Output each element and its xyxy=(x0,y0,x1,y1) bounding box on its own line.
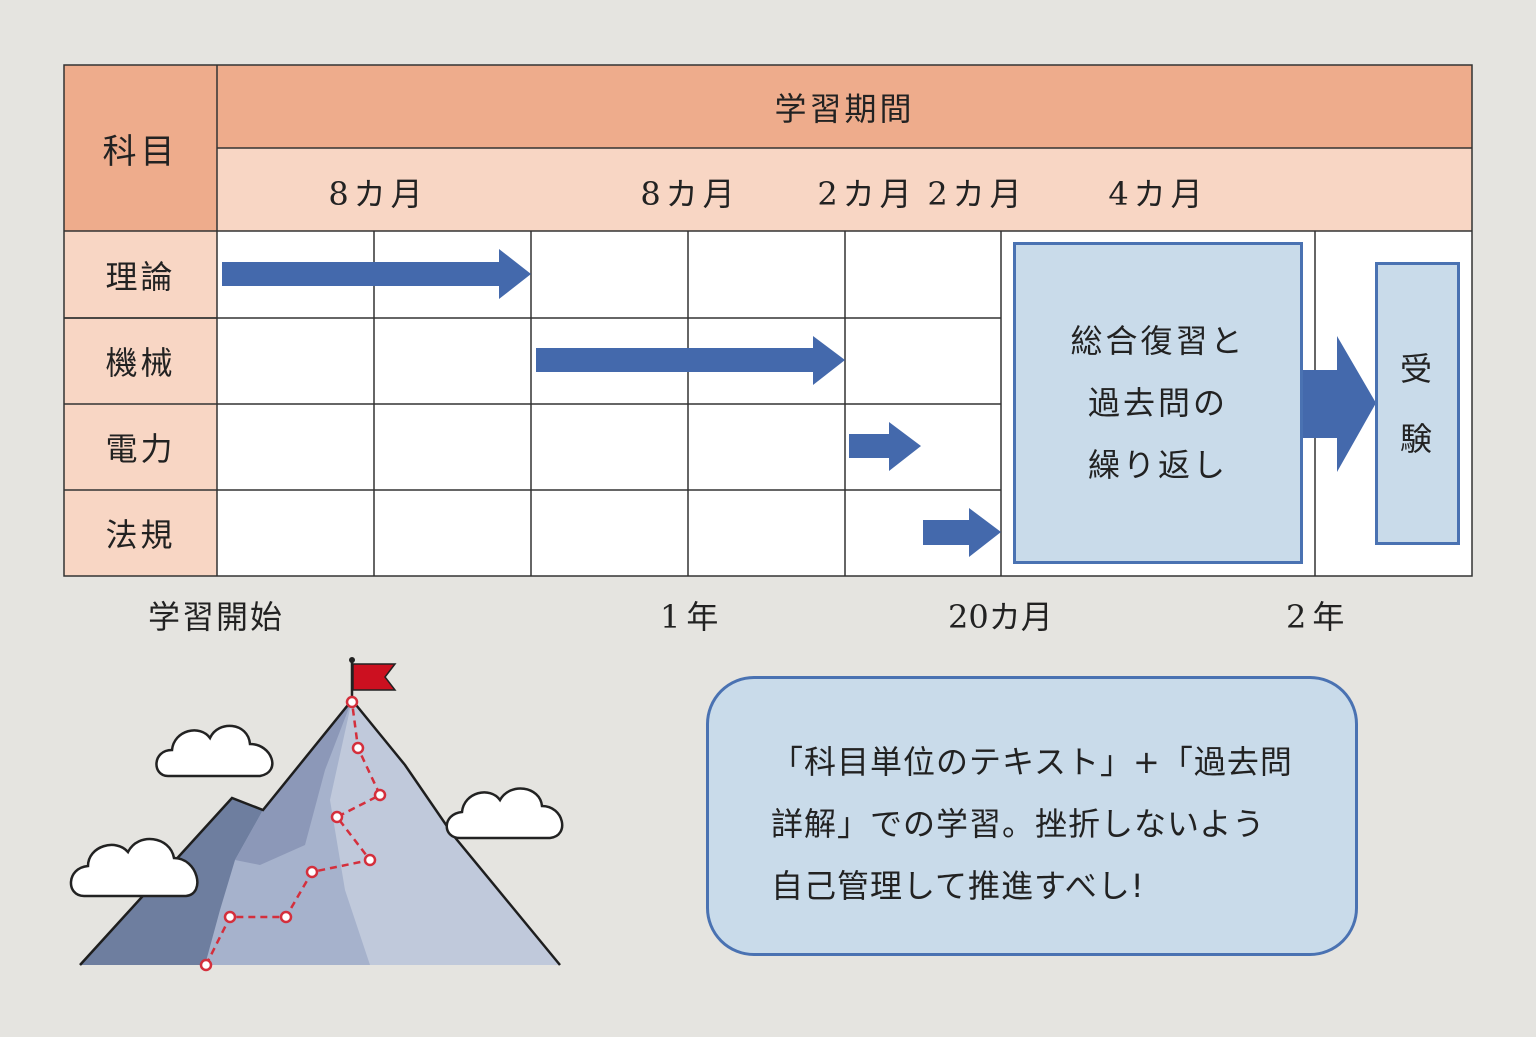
axis-two-years: 2年 xyxy=(1286,598,1351,636)
schedule-arrows xyxy=(222,249,1376,557)
duration-row xyxy=(217,148,1472,231)
axis-twenty-months: 20カ月 xyxy=(948,598,1053,636)
route-points xyxy=(199,695,387,972)
mountain-illustration xyxy=(69,657,564,972)
subject-regulations: 法規 xyxy=(105,516,176,554)
subject-header-cell xyxy=(64,65,217,231)
subject-power: 電力 xyxy=(105,430,176,468)
flag-icon xyxy=(349,657,397,702)
arrow-to-exam xyxy=(1302,336,1376,472)
duration-label: 8カ月 xyxy=(640,175,740,213)
axis-one-year: 1年 xyxy=(660,598,725,636)
period-header: 学習期間 xyxy=(774,89,915,128)
cloud-icon xyxy=(69,837,199,898)
period-header-cell xyxy=(217,65,1472,148)
advice-note: 「科目単位のテキスト」+「過去問 詳解」での学習。挫折しないよう 自己管理して推… xyxy=(706,676,1358,956)
note-line: 詳解」での学習。挫折しないよう xyxy=(771,805,1266,843)
review-line: 過去問の xyxy=(1087,384,1228,422)
review-line: 繰り返し xyxy=(1087,446,1228,484)
axis-start: 学習開始 xyxy=(148,598,285,636)
mountain-icon xyxy=(79,698,561,966)
exam-block: 受 験 xyxy=(1375,262,1460,545)
duration-label: 8カ月 xyxy=(328,175,428,213)
duration-label: 2カ月 xyxy=(927,175,1027,213)
cloud-icon xyxy=(155,724,274,778)
note-line: 自己管理して推進すべし! xyxy=(771,867,1145,905)
subject-machinery: 機械 xyxy=(105,344,176,382)
duration-label: 4カ月 xyxy=(1108,175,1208,213)
subject-header: 科目 xyxy=(102,131,179,172)
cloud-icon xyxy=(445,787,564,840)
note-line: 「科目単位のテキスト」+「過去問 xyxy=(771,743,1293,781)
schedule-table: 科目 学習期間 8カ月 8カ月 2カ月 2カ月 4カ月 理論 機械 電力 法規 … xyxy=(63,64,1473,577)
review-block: 総合復習と 過去問の 繰り返し xyxy=(1013,242,1303,564)
exam-char: 験 xyxy=(1399,419,1435,458)
duration-label: 2カ月 xyxy=(817,175,917,213)
arrow-machinery xyxy=(536,336,845,385)
exam-char: 受 xyxy=(1399,349,1435,388)
arrow-theory xyxy=(222,249,531,299)
arrow-regulations xyxy=(923,508,1001,557)
review-line: 総合復習と xyxy=(1070,322,1246,360)
arrow-power xyxy=(849,422,921,471)
subject-theory: 理論 xyxy=(105,257,176,296)
